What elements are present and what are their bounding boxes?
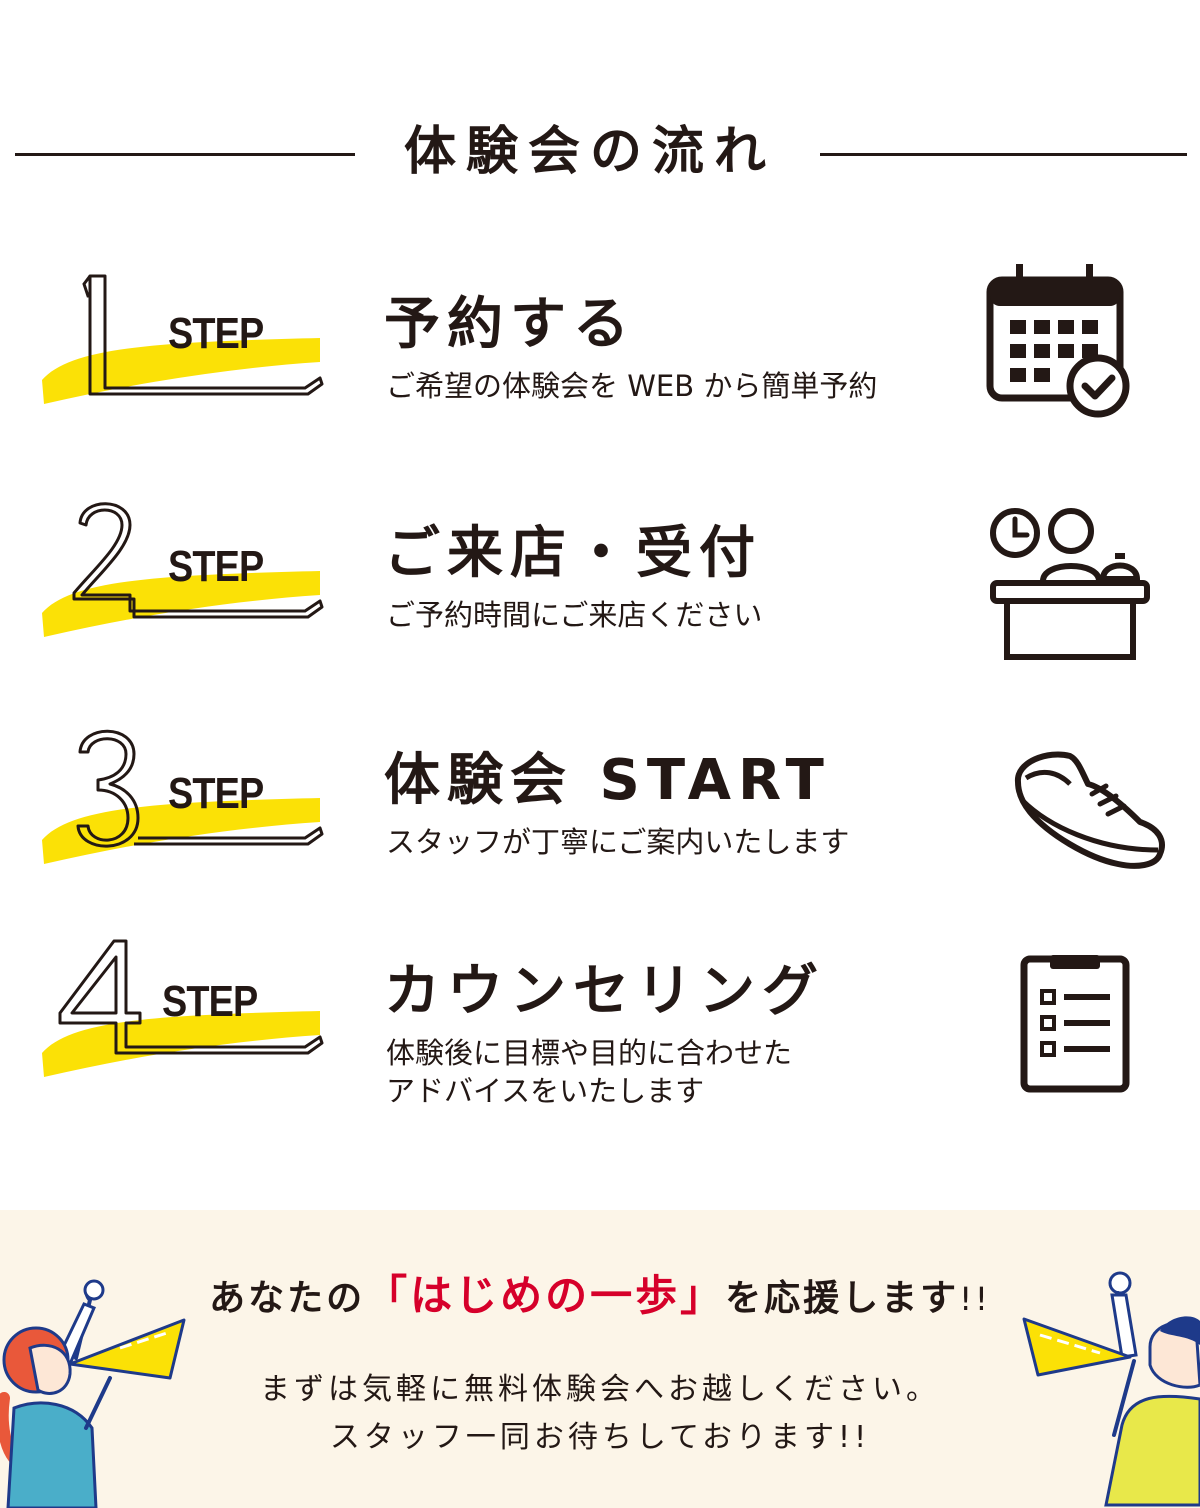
banner-headline-pre: あなたの [209,1278,366,1319]
banner-headline: あなたの「はじめの一歩」を応援します!! [0,1262,1200,1323]
step-title: カウンセリング [384,959,825,1024]
reception-desk-icon [990,508,1150,660]
step-title: ご来店・受付 [384,521,762,586]
banner-line-2: スタッフ一同お待ちしております!! [329,1420,871,1455]
step-number-badge [42,729,324,864]
step-description: スタッフが丁寧にご案内いたします [386,825,850,859]
page-title: 体験会の流れ [403,122,776,182]
step-description: ご予約時間にご来店ください [386,598,763,632]
calendar-check-icon [986,264,1130,418]
step-title: 予約する [384,292,636,357]
step-number-badge [42,502,324,637]
step-word: STEP [168,769,264,818]
cheer-banner [0,1210,1200,1508]
step-word: STEP [162,977,258,1026]
header-rule-right [820,153,1187,156]
step-description: ご希望の体験会を WEB から簡単予約 [386,369,878,403]
step-word: STEP [168,309,264,358]
banner-headline-emphasis: 「はじめの一歩」 [365,1271,726,1320]
clipboard-checklist-icon [1020,955,1130,1093]
step-number-badge [42,274,324,404]
header-rule-left [15,153,355,156]
cheering-woman-illustration [0,1279,186,1508]
step-title: 体験会 START [384,748,831,813]
step-word: STEP [168,542,264,591]
banner-headline-bang: !! [959,1280,991,1318]
step-description: 体験後に目標や目的に合わせた [386,1036,793,1070]
step-number-badge [42,939,324,1077]
cheering-man-illustration [1022,1271,1200,1507]
step-description: アドバイスをいたします [386,1074,705,1108]
banner-headline-post: を応援します [725,1278,960,1319]
sneaker-icon [1015,751,1165,869]
banner-line-1: まずは気軽に無料体験会へお越しください。 [260,1372,940,1407]
